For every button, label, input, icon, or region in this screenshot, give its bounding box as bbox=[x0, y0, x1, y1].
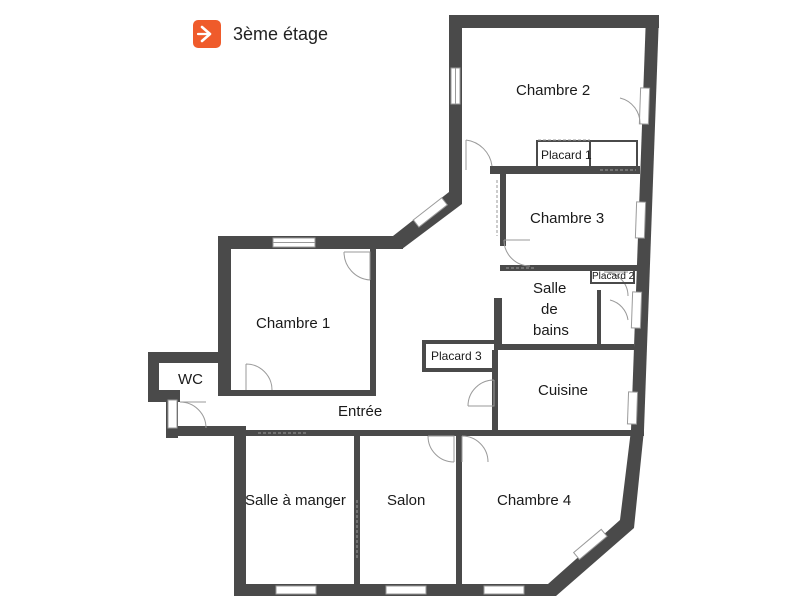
room-label-salon: Salon bbox=[387, 492, 425, 509]
room-label-wc: WC bbox=[178, 371, 203, 388]
room-label-cuisine: Cuisine bbox=[538, 382, 588, 399]
room-label-chambre1: Chambre 1 bbox=[256, 315, 330, 332]
room-label-placard2: Placard 2 bbox=[592, 271, 635, 282]
interior-walls bbox=[218, 166, 644, 586]
room-label-placard3: Placard 3 bbox=[431, 349, 482, 363]
room-label-chambre3: Chambre 3 bbox=[530, 210, 604, 227]
floor-title: 3ème étage bbox=[233, 24, 329, 44]
room-label-entree: Entrée bbox=[338, 403, 382, 420]
room-label-salle-de-bains-1: Salle bbox=[533, 280, 566, 297]
room-label-chambre2: Chambre 2 bbox=[516, 82, 590, 99]
room-label-salle-de-bains-3: bains bbox=[533, 322, 569, 339]
windows bbox=[167, 67, 651, 595]
brand-logo-icon bbox=[193, 20, 221, 48]
room-label-salle-de-bains-2: de bbox=[541, 301, 558, 318]
room-label-salle-a-manger: Salle à manger bbox=[245, 492, 346, 509]
placard2-box bbox=[590, 268, 635, 284]
doors bbox=[179, 97, 641, 463]
room-label-chambre4: Chambre 4 bbox=[497, 492, 571, 509]
room-label-placard1: Placard 1 bbox=[541, 148, 592, 162]
placard1-box bbox=[536, 140, 638, 168]
